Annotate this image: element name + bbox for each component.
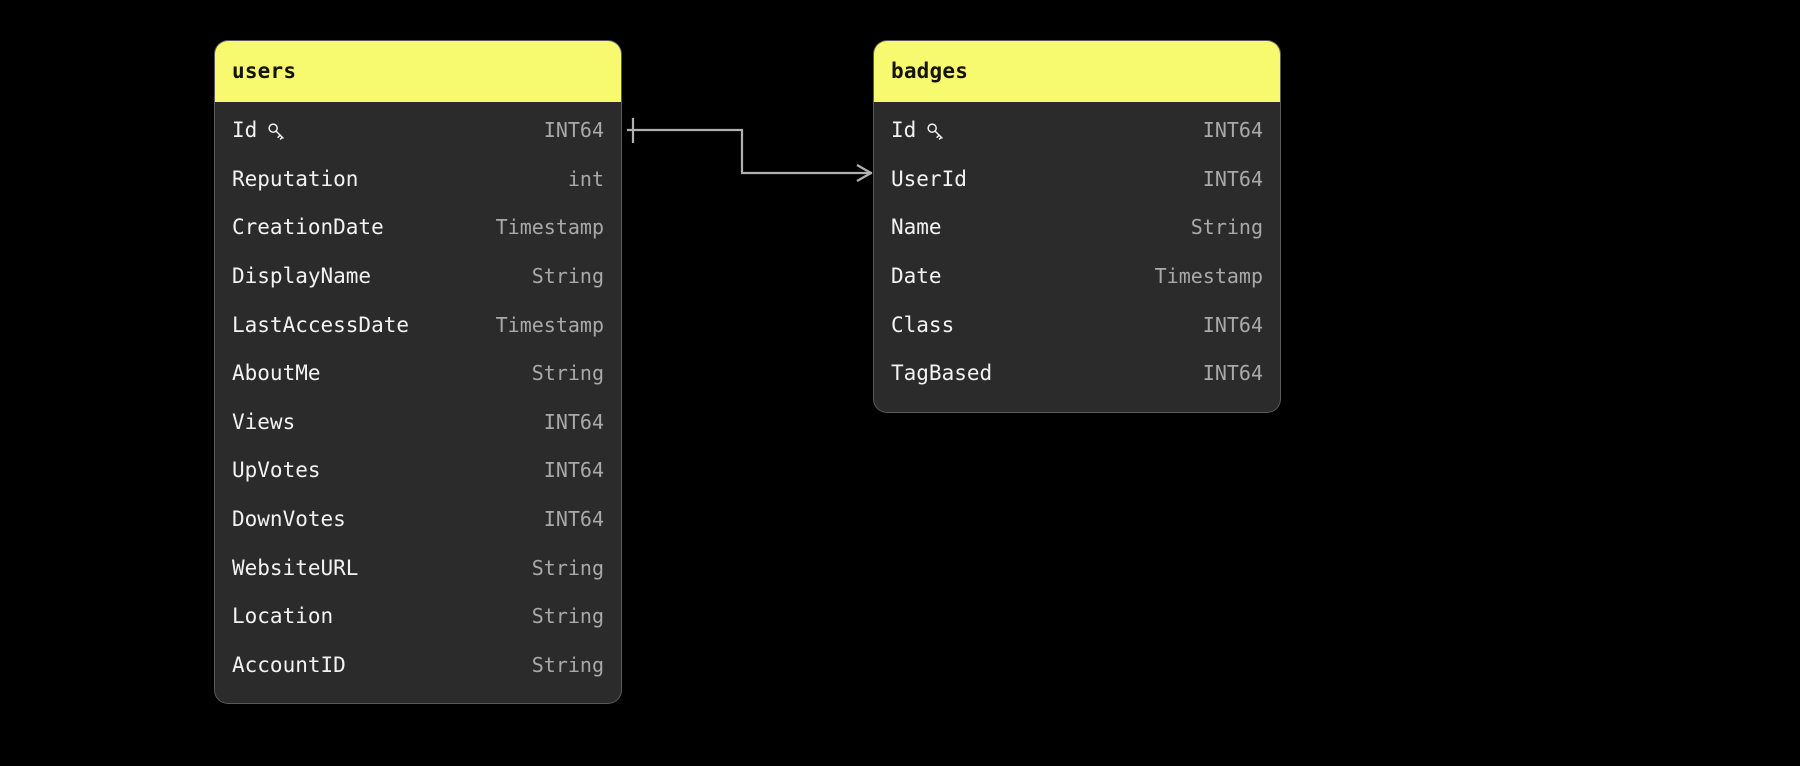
field-type: INT64 xyxy=(1202,118,1263,143)
field-name: AccountID xyxy=(232,652,346,677)
field-type: Timestamp xyxy=(495,215,604,240)
field-row[interactable]: LastAccessDate Timestamp xyxy=(215,300,621,349)
field-name: Date xyxy=(891,264,942,289)
field-name-wrapper: UpVotes xyxy=(232,458,321,482)
field-row[interactable]: AccountID String xyxy=(215,641,621,690)
field-name-wrapper: TagBased xyxy=(891,361,992,385)
field-name-wrapper: Class xyxy=(891,313,954,337)
field-name: UpVotes xyxy=(232,458,321,483)
field-type: INT64 xyxy=(543,458,604,483)
field-type: String xyxy=(531,361,604,386)
field-name: Reputation xyxy=(232,166,359,191)
field-type: String xyxy=(1190,215,1263,240)
field-name: Location xyxy=(232,604,334,629)
field-name-wrapper: LastAccessDate xyxy=(232,313,409,337)
field-type: INT64 xyxy=(1202,166,1263,191)
field-type: String xyxy=(531,264,604,289)
field-name-wrapper: Name xyxy=(891,215,942,239)
field-row[interactable]: DownVotes INT64 xyxy=(215,495,621,544)
relationship-users-badges[interactable] xyxy=(626,118,873,182)
field-row[interactable]: Id INT64 xyxy=(874,106,1280,155)
field-name: Id xyxy=(232,118,258,143)
field-row[interactable]: Location String xyxy=(215,592,621,641)
field-row[interactable]: Date Timestamp xyxy=(874,252,1280,301)
field-name-wrapper: WebsiteURL xyxy=(232,556,358,580)
relationship-line xyxy=(626,128,873,175)
field-type: INT64 xyxy=(1202,361,1263,386)
field-name-wrapper: Reputation xyxy=(232,167,358,191)
field-name-wrapper: Id xyxy=(891,118,946,142)
field-name-wrapper: Location xyxy=(232,604,333,628)
field-name: DisplayName xyxy=(232,264,372,289)
field-type: INT64 xyxy=(543,118,604,143)
field-row[interactable]: Reputation int xyxy=(215,155,621,204)
field-name: LastAccessDate xyxy=(232,312,410,337)
key-icon xyxy=(925,121,946,142)
field-row[interactable]: CreationDate Timestamp xyxy=(215,203,621,252)
cardinality-many-marker xyxy=(856,164,872,182)
field-name-wrapper: DownVotes xyxy=(232,507,346,531)
field-name-wrapper: Id xyxy=(232,118,287,142)
field-type: Timestamp xyxy=(1154,264,1263,289)
field-name: Id xyxy=(891,118,917,143)
field-type: Timestamp xyxy=(495,312,604,337)
field-row[interactable]: Id INT64 xyxy=(215,106,621,155)
field-name-wrapper: CreationDate xyxy=(232,215,384,239)
field-name-wrapper: Views xyxy=(232,410,295,434)
field-type: String xyxy=(531,652,604,677)
entity-title-badges: badges xyxy=(874,41,1280,102)
field-name-wrapper: AboutMe xyxy=(232,361,321,385)
field-row[interactable]: WebsiteURL String xyxy=(215,543,621,592)
field-row[interactable]: TagBased INT64 xyxy=(874,349,1280,398)
field-row[interactable]: Class INT64 xyxy=(874,300,1280,349)
field-type: INT64 xyxy=(543,507,604,532)
key-icon xyxy=(266,121,287,142)
field-name: CreationDate xyxy=(232,215,384,240)
entity-title-users: users xyxy=(215,41,621,102)
field-row[interactable]: UserId INT64 xyxy=(874,155,1280,204)
field-name: AboutMe xyxy=(232,361,321,386)
field-name: Name xyxy=(891,215,942,240)
field-name: Class xyxy=(891,312,955,337)
field-name-wrapper: UserId xyxy=(891,167,967,191)
field-row[interactable]: Name String xyxy=(874,203,1280,252)
field-name: TagBased xyxy=(891,361,993,386)
field-type: String xyxy=(531,555,604,580)
field-row[interactable]: Views INT64 xyxy=(215,398,621,447)
field-type: INT64 xyxy=(543,409,604,434)
field-type: String xyxy=(531,604,604,629)
field-name-wrapper: AccountID xyxy=(232,653,346,677)
field-name-wrapper: Date xyxy=(891,264,942,288)
field-name: DownVotes xyxy=(232,507,346,532)
field-name-wrapper: DisplayName xyxy=(232,264,371,288)
field-type: int xyxy=(567,166,604,191)
field-row[interactable]: DisplayName String xyxy=(215,252,621,301)
field-name: UserId xyxy=(891,166,967,191)
field-name: WebsiteURL xyxy=(232,555,359,580)
field-type: INT64 xyxy=(1202,312,1263,337)
field-name: Views xyxy=(232,409,296,434)
field-row[interactable]: UpVotes INT64 xyxy=(215,446,621,495)
field-row[interactable]: AboutMe String xyxy=(215,349,621,398)
